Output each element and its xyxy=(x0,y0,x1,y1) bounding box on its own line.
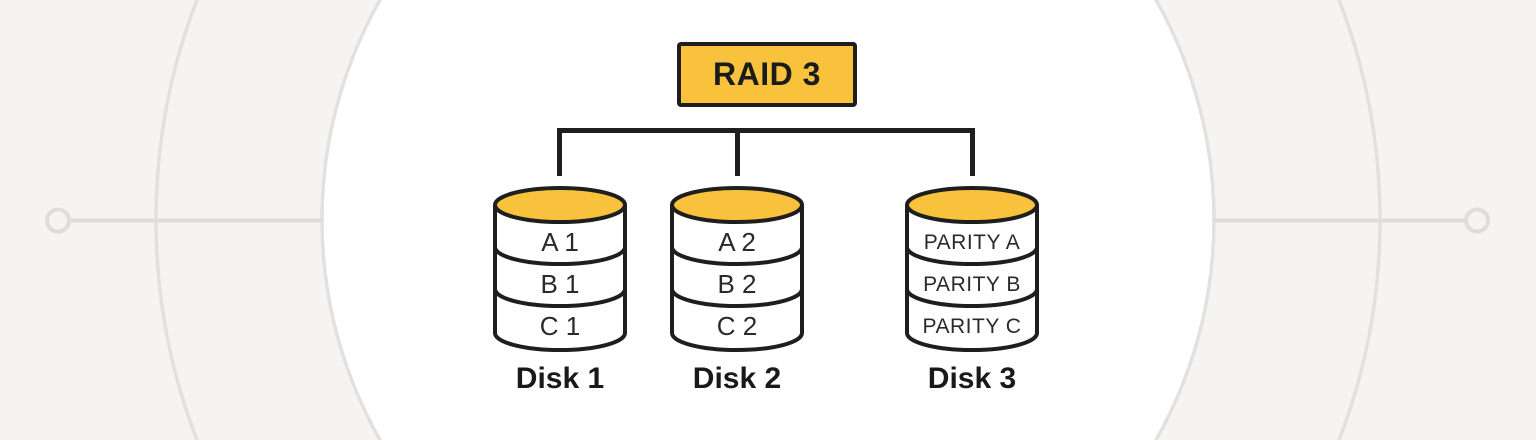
disk2-divider-1 xyxy=(670,246,804,266)
disk3-label: Disk 3 xyxy=(927,362,1017,395)
disk2-segment-b: B 2 xyxy=(717,269,756,299)
connector-vertical-line-disk1 xyxy=(557,128,562,176)
disk3-segment-parity-c: PARITY C xyxy=(923,315,1022,338)
decorative-ring-right xyxy=(1464,207,1490,234)
disk1-segment-b: B 1 xyxy=(540,269,579,299)
disk2-platter-top xyxy=(670,186,804,224)
disk1-divider-1 xyxy=(493,246,627,266)
disk3-divider-1 xyxy=(905,246,1039,266)
disk3-body xyxy=(905,205,1039,352)
disk3-platter-top xyxy=(905,186,1039,224)
disk2-cylinder: A 2 B 2 C 2 xyxy=(670,186,804,352)
disk2-divider-2 xyxy=(670,288,804,308)
disk1-body xyxy=(493,205,627,352)
disk1-cylinder: A 1 B 1 C 1 xyxy=(493,186,627,352)
disk3-segment-parity-a: PARITY A xyxy=(924,231,1021,254)
raid-level-label: RAID 3 xyxy=(713,56,821,92)
decorative-ring-left xyxy=(45,207,71,234)
disk1-segment-c: C 1 xyxy=(540,311,580,341)
disk3-segment-parity-b: PARITY B xyxy=(923,273,1021,296)
disk1-platter-top xyxy=(493,186,627,224)
connector-vertical-line-disk2 xyxy=(735,128,740,176)
disk2-segment-c: C 2 xyxy=(717,311,757,341)
disk2-body xyxy=(670,205,804,352)
disk3-cylinder: PARITY A PARITY B PARITY C xyxy=(905,186,1039,352)
disk1-label: Disk 1 xyxy=(515,362,605,395)
disk3-divider-2 xyxy=(905,288,1039,308)
disk2-label: Disk 2 xyxy=(692,362,782,395)
raid-level-box: RAID 3 xyxy=(677,42,857,107)
disk1-divider-2 xyxy=(493,288,627,308)
connector-horizontal-line xyxy=(557,128,975,133)
disk1-segment-a: A 1 xyxy=(541,227,579,257)
disk2-segment-a: A 2 xyxy=(718,227,756,257)
connector-vertical-line-disk3 xyxy=(970,128,975,176)
